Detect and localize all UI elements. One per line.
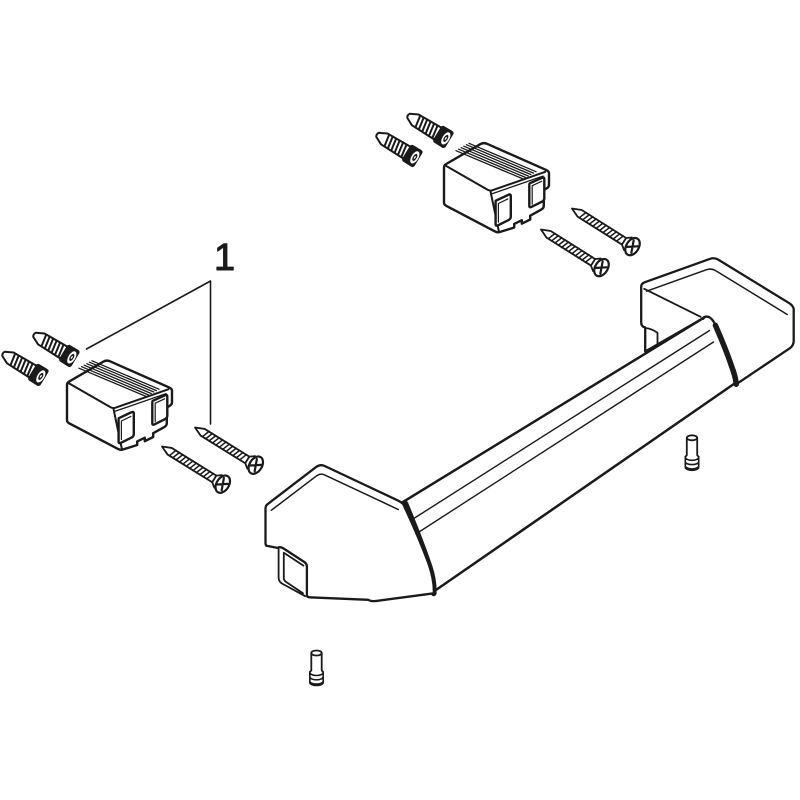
wall-anchor-left-2	[0, 344, 50, 387]
wall-anchor-top-2	[371, 125, 424, 168]
grub-screw-pin-right	[684, 434, 700, 472]
callout-1: 1	[85, 237, 236, 425]
callout-leader-lines	[85, 280, 212, 425]
junction-band-right	[712, 322, 739, 387]
mounting-block-left	[65, 359, 174, 451]
grab-bar-left-end-cap	[264, 464, 435, 603]
grub-screw-pin-bottom	[308, 649, 325, 687]
callout-1-label: 1	[214, 237, 235, 279]
wall-anchor-top-1	[402, 106, 455, 149]
grab-bar	[264, 257, 795, 603]
mounting-block-top	[442, 141, 551, 234]
wall-anchor-left-1	[28, 325, 81, 368]
